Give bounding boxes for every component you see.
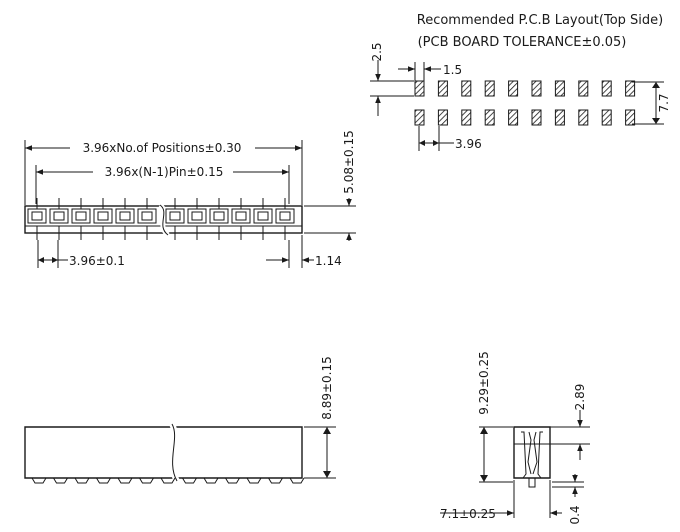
pcb-pad bbox=[578, 109, 589, 126]
pcb-layout-view: 2.5 1.5 7.7 3.96 bbox=[370, 42, 671, 151]
dim-pitch-3-96: 3.96 bbox=[455, 137, 482, 151]
side-contact bbox=[31, 477, 47, 484]
pcb-pad bbox=[461, 80, 472, 97]
pcb-pad bbox=[625, 80, 636, 97]
side-contact bbox=[203, 477, 219, 484]
side-contact bbox=[182, 477, 197, 484]
pcb-pad bbox=[578, 80, 589, 97]
side-contact bbox=[96, 477, 111, 484]
side-contact bbox=[160, 477, 176, 484]
contact-cell bbox=[71, 198, 91, 240]
pcb-pad bbox=[625, 109, 636, 126]
contact-cell bbox=[165, 198, 185, 240]
contact-cells bbox=[27, 198, 295, 240]
pcb-pad bbox=[508, 80, 519, 97]
contact-cell bbox=[115, 198, 135, 240]
side-contact bbox=[289, 477, 305, 484]
pcb-pad bbox=[601, 109, 612, 126]
dim-end-total-height: 9.29±0.25 bbox=[477, 351, 491, 415]
dim-7-7: 7.7 bbox=[657, 93, 671, 112]
contact-cell bbox=[275, 198, 295, 240]
pcb-pad bbox=[484, 109, 495, 126]
side-contact bbox=[225, 477, 240, 484]
pcb-pad bbox=[531, 109, 542, 126]
pcb-pad bbox=[554, 109, 565, 126]
pcb-layout-title: Recommended P.C.B Layout(Top Side) bbox=[417, 13, 663, 28]
side-contact bbox=[74, 477, 90, 484]
dim-end-offset: 1.14 bbox=[315, 254, 342, 268]
pcb-pad bbox=[554, 80, 565, 97]
contact-cell bbox=[49, 198, 69, 240]
dim-pin-span: 3.96x(N-1)Pin±0.15 bbox=[105, 165, 224, 179]
side-contact bbox=[139, 477, 154, 484]
end-view: 9.29±0.25 2.89 7.1±0.25 0.4 bbox=[440, 351, 590, 525]
side-contacts bbox=[31, 477, 305, 484]
dim-end-upper-height: 2.89 bbox=[573, 384, 587, 411]
dim-side-height: 8.89±0.15 bbox=[320, 356, 334, 420]
pcb-pad bbox=[437, 109, 448, 126]
side-contact bbox=[53, 477, 68, 484]
dim-overall-width: 3.96xNo.of Positions±0.30 bbox=[83, 141, 242, 155]
pcb-pad bbox=[601, 80, 612, 97]
contact-cell bbox=[137, 198, 157, 240]
pcb-pad bbox=[484, 80, 495, 97]
contact-cell bbox=[27, 198, 47, 240]
side-contact bbox=[117, 477, 133, 484]
pcb-pad bbox=[508, 109, 519, 126]
contact-cell bbox=[253, 198, 273, 240]
pcb-pads bbox=[414, 80, 636, 126]
contact-cell bbox=[231, 198, 251, 240]
dim-1-5: 1.5 bbox=[443, 63, 462, 77]
pcb-pad bbox=[461, 109, 472, 126]
contact-cell bbox=[93, 198, 113, 240]
dim-end-bottom-offset: 0.4 bbox=[568, 505, 582, 524]
pcb-pad bbox=[531, 80, 542, 97]
dim-pitch: 3.96±0.1 bbox=[69, 254, 125, 268]
side-view: 8.89±0.15 bbox=[24, 356, 336, 484]
side-contact bbox=[246, 477, 262, 484]
pcb-pad bbox=[437, 80, 448, 97]
pcb-pad bbox=[414, 109, 425, 126]
dim-2-5: 2.5 bbox=[370, 42, 384, 61]
pcb-tolerance-note: (PCB BOARD TOLERANCE±0.05) bbox=[418, 35, 627, 50]
side-contact bbox=[268, 477, 283, 484]
top-view: 3.96xNo.of Positions±0.30 3.96x(N-1)Pin±… bbox=[24, 130, 356, 268]
dim-end-width: 7.1±0.25 bbox=[440, 507, 496, 521]
contact-cell bbox=[187, 198, 207, 240]
dim-height-5-08: 5.08±0.15 bbox=[342, 130, 356, 194]
pcb-pad bbox=[414, 80, 425, 97]
contact-cell bbox=[209, 198, 229, 240]
